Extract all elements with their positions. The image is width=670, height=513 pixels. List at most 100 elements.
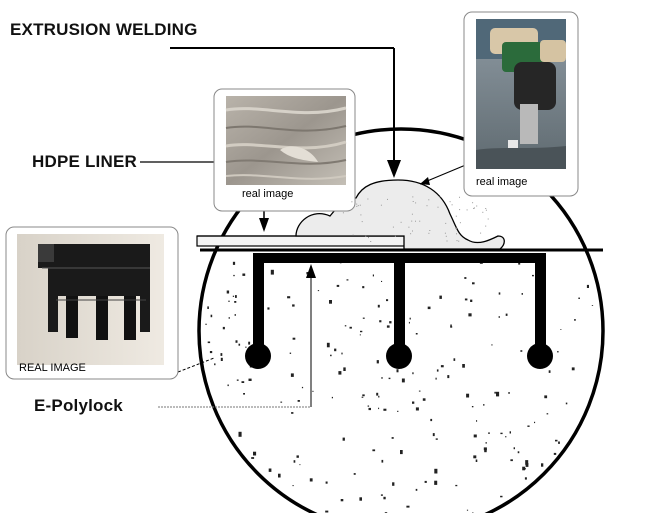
concrete-speckle [226,290,230,294]
weld-texture-dot [380,204,382,206]
concrete-speckle [466,393,470,398]
weld-texture-dot [394,235,396,237]
concrete-speckle [415,407,419,411]
concrete-speckle [565,402,568,405]
weld-texture-dot [392,226,394,228]
concrete-speckle [473,434,477,438]
concrete-speckle [220,353,223,356]
concrete-speckle [553,452,557,455]
weld-texture-dot [412,201,414,202]
concrete-speckle [238,343,241,346]
concrete-speckle [450,324,452,327]
weld-texture-dot [455,227,457,229]
concrete-speckle [361,396,364,398]
weld-texture-dot [459,209,461,211]
concrete-speckle [379,320,382,323]
concrete-speckle [571,367,575,371]
concrete-speckle [436,369,439,372]
weld-texture-dot [485,208,487,209]
weld-texture-dot [456,233,457,235]
concrete-speckle [236,379,239,381]
concrete-speckle [483,447,487,451]
concrete-speckle [338,371,342,375]
concrete-speckle [210,314,213,318]
concrete-speckle [292,485,294,487]
concrete-speckle [546,413,549,415]
concrete-speckle [280,401,283,403]
weld-texture-dot [356,205,358,207]
concrete-speckle [377,304,380,308]
weld-texture-dot [352,234,354,236]
weld-texture-dot [428,199,430,201]
concrete-speckle [349,326,352,329]
profile-photo-leader [177,357,215,373]
concrete-speckle [574,319,576,321]
concrete-speckle [380,494,383,496]
concrete-speckle [207,306,209,309]
concrete-speckle [232,295,235,297]
concrete-speckle [505,436,507,438]
concrete-speckle [544,395,548,399]
weld-texture-dot [368,237,369,239]
concrete-speckle [205,323,207,325]
concrete-speckle [524,467,526,470]
concrete-speckle [243,393,245,395]
concrete-speckle [468,313,472,317]
concrete-speckle [334,348,337,352]
concrete-speckle [362,286,365,289]
concrete-speckle [227,384,229,387]
concrete-speckle [360,330,363,333]
concrete-speckle [245,346,247,348]
concrete-speckle [297,400,300,402]
concrete-speckle [484,448,487,453]
concrete-speckle [291,412,294,414]
weld-texture-dot [456,240,458,242]
concrete-speckle [432,433,435,437]
concrete-speckle [359,334,361,336]
concrete-speckle [391,437,394,439]
concrete-speckle [331,396,333,399]
concrete-speckle [381,280,383,282]
concrete-speckle [235,295,237,298]
concrete-speckle [253,451,257,456]
concrete-speckle [344,325,347,327]
concrete-speckle [517,451,520,454]
concrete-speckle [248,378,252,381]
concrete-speckle [372,274,374,277]
concrete-speckle [330,354,332,357]
weld-texture-dot [449,201,451,203]
concrete-speckle [450,326,453,328]
concrete-speckle [527,425,530,427]
concrete-speckle [329,300,332,304]
weld-texture-dot [361,221,363,223]
concrete-speckle [494,391,496,394]
concrete-speckle [235,340,238,343]
concrete-speckle [518,262,521,265]
concrete-speckle [496,391,500,397]
concrete-speckle [248,341,251,345]
weld-texture-dot [444,232,446,234]
concrete-speckle [406,505,410,508]
concrete-speckle [343,367,346,371]
concrete-speckle [388,377,391,380]
welder-photo-caption: real image [476,176,528,188]
concrete-speckle [508,392,510,394]
concrete-speckle [397,410,399,412]
extrusion-welding-label: EXTRUSION WELDING [10,20,198,39]
weld-texture-dot [472,202,474,204]
weld-texture-dot [485,225,487,227]
concrete-speckle [353,473,356,475]
concrete-speckle [292,337,296,340]
concrete-speckle [312,390,314,392]
concrete-speckle [325,510,329,513]
welder-photo [476,19,566,169]
concrete-speckle [435,377,437,380]
weld-texture-dot [356,203,358,205]
concrete-speckle [472,282,475,285]
concrete-speckle [430,418,433,422]
concrete-speckle [453,358,456,361]
concrete-speckle [220,357,223,361]
concrete-speckle [412,372,414,375]
concrete-speckle [498,292,501,295]
concrete-speckle [522,466,525,471]
